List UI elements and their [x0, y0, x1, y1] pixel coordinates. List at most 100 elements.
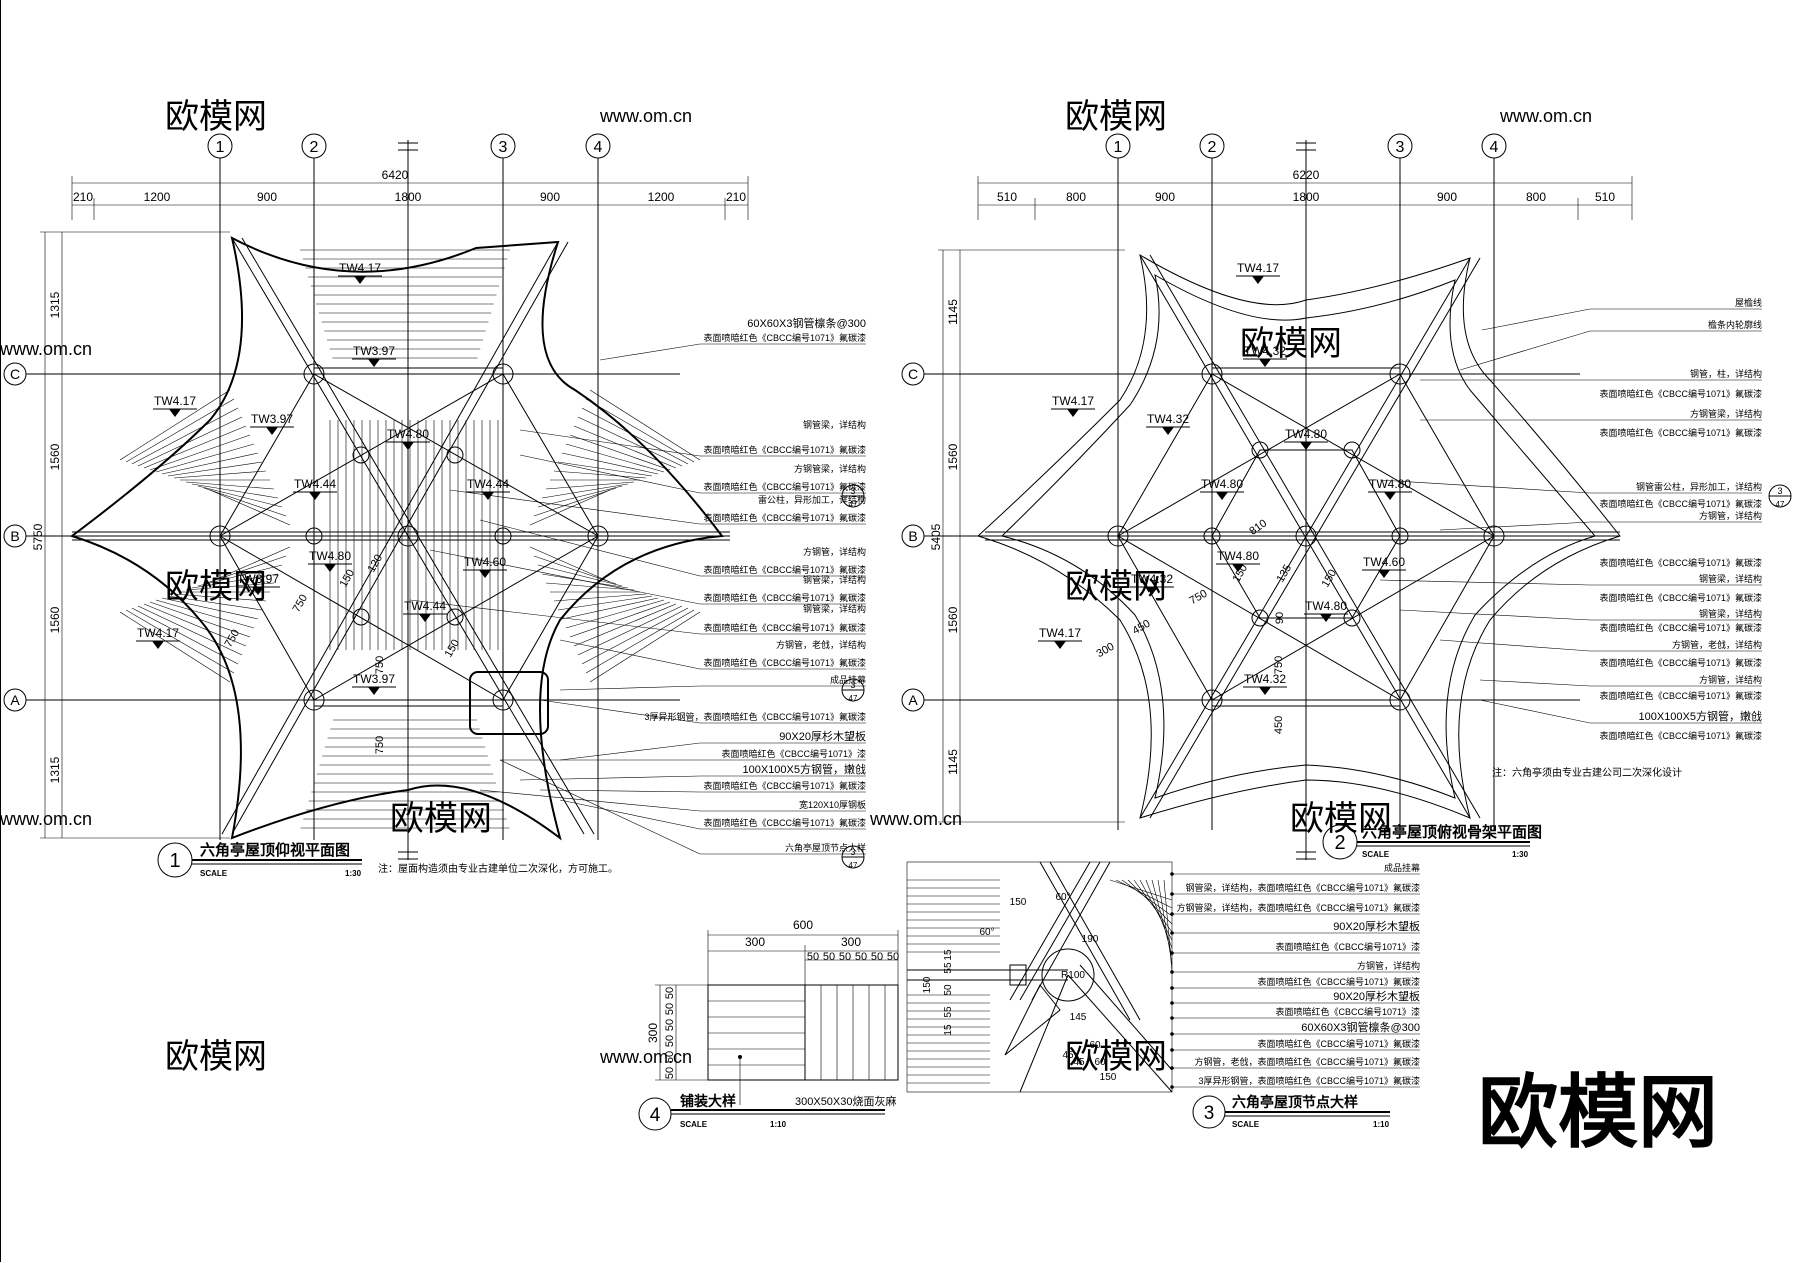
annotation-text: 90X20厚杉木望板	[1333, 919, 1420, 933]
elevation-marker: TW4.80	[1368, 477, 1412, 500]
elevation-marker: TW4.80	[1304, 599, 1348, 622]
watermark-site: www.om.cn	[0, 339, 92, 359]
elevation-label: TW4.44	[294, 477, 336, 491]
annotation-text: 方钢管，老戗，详结构	[776, 639, 866, 650]
dim-label: 15	[943, 1024, 954, 1036]
dim-label: 800	[1526, 190, 1546, 204]
dim-label: 50	[887, 951, 899, 963]
purlin-hatching	[119, 249, 701, 829]
grid-row-label: B	[10, 528, 19, 544]
elevation-marker: TW4.17	[1038, 626, 1082, 649]
drawing-title: 六角亭屋顶俯视骨架平面图	[1362, 823, 1542, 841]
leader-label: 成品挂幕	[559, 674, 866, 691]
detail-ref-symbol: 3 47	[841, 678, 865, 703]
annotation-text: 表面喷暗红色《CBCC编号1071》氟碳漆	[1599, 427, 1762, 438]
leader-label: 3厚异形钢管，表面喷暗红色《CBCC编号1071》氟碳漆	[539, 699, 866, 724]
elevation-marker: TW4.17	[153, 394, 197, 417]
eave-inner-outline	[1001, 274, 1596, 799]
annotation-text: 3厚异形钢管，表面喷暗红色《CBCC编号1071》氟碳漆	[1198, 1075, 1420, 1086]
elevation-marker: TW4.32	[1243, 344, 1287, 367]
dim-label: 50	[664, 1051, 676, 1063]
dim-label: 750	[291, 593, 311, 615]
leader-label: 表面喷暗红色《CBCC编号1071》氟碳漆	[539, 780, 866, 793]
ref-sheet: 47	[849, 694, 858, 703]
annotation-text: 方钢管，老戗，表面喷暗红色《CBCC编号1071》氟碳漆	[1194, 1056, 1420, 1067]
leader-label: 表面喷暗红色《CBCC编号1071》氟碳漆	[429, 549, 866, 605]
watermark-brand: 欧模网	[165, 1038, 267, 1076]
dim-label: 750	[1188, 588, 1210, 608]
column-nodes	[1107, 363, 1505, 711]
dim-label: 1560	[48, 606, 62, 633]
annotation-text: 表面喷暗红色《CBCC编号1071》氟碳漆	[1599, 498, 1762, 509]
leader-label: 宽120X10厚钢板	[479, 789, 866, 812]
annotation-text: 表面喷暗红色《CBCC编号1071》氟碳漆	[1599, 592, 1762, 603]
watermark-site: www.om.cn	[1499, 106, 1592, 126]
annotation-text: 方钢管，老戗，详结构	[1672, 639, 1762, 650]
drawing-number: 3	[1204, 1103, 1215, 1124]
annotation-text: 方钢管，详结构	[1699, 674, 1762, 685]
dim-label: 750	[223, 628, 243, 650]
dim-label: 60°	[979, 927, 994, 938]
drawing-number: 2	[1334, 832, 1345, 854]
elevation-marker: TW4.80	[1284, 427, 1328, 450]
paving-strips	[708, 985, 886, 1080]
dim-label: 510	[1595, 190, 1615, 204]
grid-row-label: C	[908, 366, 918, 382]
leader-label: 表面喷暗红色《CBCC编号1071》氟碳漆	[519, 429, 866, 457]
leader-label: 屋檐线	[1481, 297, 1762, 331]
dim-label: 50	[664, 1019, 676, 1031]
dim-label: 150	[1010, 897, 1027, 908]
elevation-label: TW4.17	[154, 394, 196, 408]
leader-label: 成品挂幕	[1170, 862, 1420, 876]
drawing-title: 六角亭屋顶仰视平面图	[200, 841, 350, 859]
dim-label: 750	[374, 736, 386, 754]
dim-label: 50	[823, 951, 835, 963]
elevation-marker: TW4.17	[338, 261, 382, 284]
ref-sheet: 47	[1776, 500, 1785, 509]
elevation-label: TW4.32	[1131, 572, 1173, 586]
leader-label: 90X20厚杉木望板	[1170, 989, 1420, 1005]
leader-label: 方钢管梁，详结构	[1420, 408, 1762, 421]
dim-label: 150	[443, 638, 463, 660]
dim-label: 1315	[48, 756, 62, 783]
grid-col-label: 2	[310, 139, 319, 156]
plan-2-skeleton-view: 6220 510 800 900 1800 900 800 510 1 2 3 …	[901, 133, 1792, 860]
scale-label: SCALE	[680, 1120, 708, 1129]
grid-row-label: C	[10, 366, 20, 382]
detail-ref-symbol: 3 47	[1768, 484, 1792, 509]
dim-label: 1560	[48, 443, 62, 470]
elevation-label: TW4.44	[404, 599, 446, 613]
annotation-text: 表面喷暗红色《CBCC编号1071》漆	[721, 748, 866, 759]
dim-label: 55	[943, 962, 954, 974]
elevation-label: TW4.32	[1244, 344, 1286, 358]
annotation-text: 表面喷暗红色《CBCC编号1071》氟碳漆	[1599, 730, 1762, 741]
annotation-text: 成品挂幕	[1384, 862, 1420, 873]
paving-tiles	[707, 984, 899, 1081]
annotation-text: 表面喷暗红色《CBCC编号1071》氟碳漆	[1599, 690, 1762, 701]
dim-label: 50	[871, 951, 883, 963]
grid-col-label: 3	[499, 139, 508, 156]
dim-label: 900	[1155, 190, 1175, 204]
annotation-text: 钢管梁，详结构	[1699, 608, 1762, 619]
dim-label: 50	[839, 951, 851, 963]
plan-1-title-block: 1 六角亭屋顶仰视平面图 SCALE 1:30 注：屋面构造须由专业古建单位二次…	[157, 841, 618, 878]
leader-label: 方钢管，老戗，表面喷暗红色《CBCC编号1071》氟碳漆	[1170, 1056, 1420, 1070]
annotation-text: 表面喷暗红色《CBCC编号1071》氟碳漆	[1599, 388, 1762, 399]
dim-label: 1145	[946, 299, 960, 325]
dim-label: 50	[855, 951, 867, 963]
watermarks: 欧模网 www.om.cn 欧模网 www.om.cn www.om.cn 欧模…	[0, 98, 1718, 1157]
watermark-brand: 欧模网	[1065, 98, 1167, 136]
dim-label: 50	[664, 1035, 676, 1047]
scale-value: 1:10	[770, 1120, 787, 1129]
annotation-text: 方钢管梁，详结构，表面喷暗红色《CBCC编号1071》氟碳漆	[1176, 902, 1420, 913]
elevation-marker: TW4.80	[386, 427, 430, 450]
dim-label: 300	[841, 935, 861, 949]
leader-label: 60X60X3钢管檩条@300	[1170, 1020, 1420, 1036]
elevation-label: TW4.17	[1052, 394, 1094, 408]
grid-col-label: 3	[1396, 139, 1405, 156]
leader-label: 钢管梁，详结构	[803, 574, 866, 585]
dim-label: 750	[1273, 656, 1285, 674]
elevation-marker: TW4.32	[1130, 572, 1174, 595]
elevation-label: TW4.17	[339, 261, 381, 275]
annotation-text: 表面喷暗红色《CBCC编号1071》氟碳漆	[703, 817, 866, 828]
